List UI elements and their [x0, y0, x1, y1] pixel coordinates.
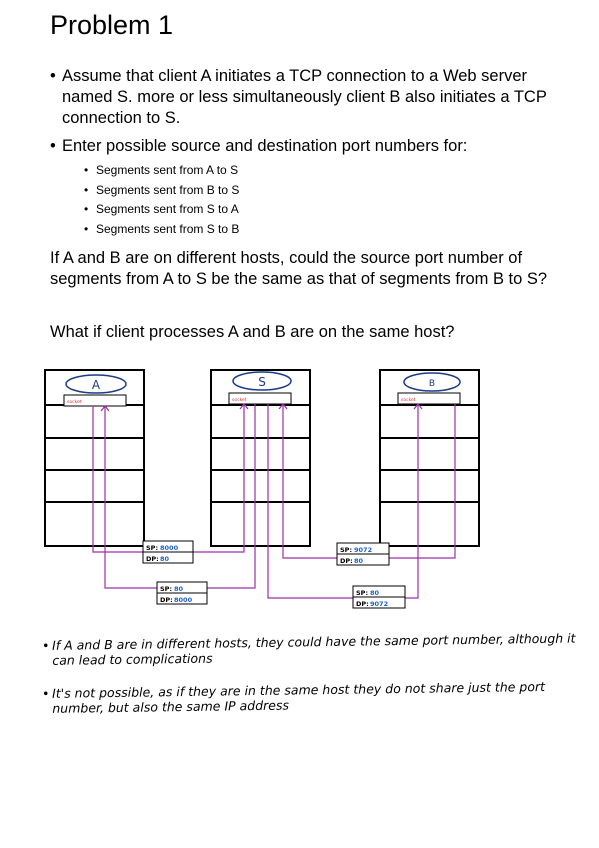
port-box-s-to-a-sp-value: 80: [174, 585, 184, 593]
host-s-label: S: [258, 375, 266, 389]
port-box-s-to-b: SP: 80 DP: 9072: [352, 585, 406, 609]
host-a: A socket: [44, 369, 145, 547]
host-s: S socket: [210, 369, 311, 547]
host-b-socket: [397, 392, 461, 405]
port-box-s-to-b-sp-label: SP:: [356, 589, 368, 597]
host-b-socket-label: socket: [401, 397, 416, 403]
port-box-a-to-s-dp-value: 80: [160, 555, 170, 563]
arrow-s-to-b: [413, 403, 423, 410]
host-b-label: B: [429, 379, 435, 389]
port-box-a-to-s: SP: 8000 DP: 80: [142, 540, 194, 564]
question-different-hosts: If A and B are on different hosts, could…: [50, 249, 548, 288]
port-box-b-to-s-dp-value: 80: [354, 557, 364, 565]
bullet-list: Assume that client A initiates a TCP con…: [50, 66, 570, 239]
port-box-b-to-s-sp-value: 9072: [354, 546, 372, 554]
sub-bullet-s-to-a: Segments sent from S to A: [84, 200, 570, 220]
port-box-b-to-s-dp-label: DP:: [340, 557, 353, 565]
port-box-b-to-s: SP: 9072 DP: 80: [336, 542, 390, 566]
host-b: B socket: [379, 369, 480, 547]
bullet-enter-ports: Enter possible source and destination po…: [50, 136, 570, 239]
port-box-s-to-b-sp-value: 80: [370, 589, 380, 597]
tcp-connection-diagram: A socket S socket B socket: [44, 369, 480, 609]
bullet-assumption: Assume that client A initiates a TCP con…: [50, 66, 570, 129]
port-box-s-to-a-dp-value: 8000: [174, 596, 193, 604]
host-s-ellipse: [232, 371, 292, 391]
port-box-b-to-s-sp-label: SP:: [340, 546, 352, 554]
port-box-s-to-b-dp-label: DP:: [356, 600, 369, 608]
port-box-s-to-a: SP: 80 DP: 8000: [156, 581, 208, 605]
sub-bullet-list: Segments sent from A to S Segments sent …: [62, 161, 570, 239]
arrow-b-to-s: [278, 403, 288, 410]
sub-bullet-a-to-s: Segments sent from A to S: [84, 161, 570, 181]
port-box-a-to-s-sp-value: 8000: [160, 544, 179, 552]
arrow-a-to-s: [239, 403, 249, 410]
host-a-ellipse: [65, 374, 127, 394]
sub-bullet-b-to-s: Segments sent from B to S: [84, 181, 570, 201]
sub-bullet-s-to-b: Segments sent from S to B: [84, 220, 570, 240]
port-box-s-to-a-sp-label: SP:: [160, 585, 172, 593]
arrow-s-to-a: [100, 405, 110, 412]
handwritten-answer-same-host: It's not possible, as if they are in the…: [42, 678, 597, 716]
bullet-enter-ports-text: Enter possible source and destination po…: [62, 137, 468, 155]
port-box-s-to-b-dp-value: 9072: [370, 600, 388, 608]
host-s-socket: [228, 392, 292, 405]
host-a-socket: [63, 394, 127, 407]
handwritten-answer-different-hosts: If A and B are in different hosts, they …: [42, 630, 597, 668]
host-s-socket-label: socket: [232, 397, 247, 403]
port-box-a-to-s-sp-label: SP:: [146, 544, 158, 552]
port-box-s-to-a-dp-label: DP:: [160, 596, 173, 604]
host-a-label: A: [92, 378, 101, 392]
host-b-ellipse: [403, 372, 461, 392]
host-a-socket-label: socket: [67, 399, 82, 405]
question-same-host: What if client processes A and B are on …: [50, 323, 455, 341]
page-title: Problem 1: [50, 10, 174, 40]
port-box-a-to-s-dp-label: DP:: [146, 555, 159, 563]
line-s-to-b: [267, 404, 419, 599]
